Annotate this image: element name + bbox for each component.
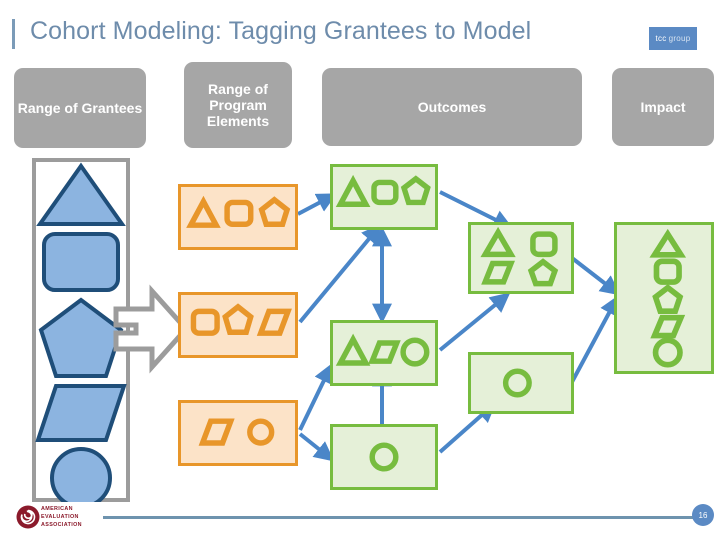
page-number-badge: 16 — [692, 504, 714, 526]
triangle-icon — [480, 226, 516, 258]
circle-icon — [247, 418, 275, 446]
phase-bar-range-of-grantees[interactable]: Range of Grantees — [14, 68, 146, 148]
program-element-group-1[interactable] — [178, 184, 298, 250]
outcome-group-3[interactable] — [330, 424, 438, 490]
grantee-shape-stack — [35, 162, 127, 502]
program-element-group-3[interactable] — [178, 400, 298, 466]
grantees-to-program-arrow — [113, 284, 190, 374]
grantee-parallelogram-shape — [35, 384, 127, 442]
triangle-icon — [335, 174, 371, 207]
rounded-square-icon — [530, 231, 558, 258]
rounded-square-icon — [653, 258, 682, 285]
tcc-group-logo: tcc group — [649, 27, 697, 50]
triangle-icon — [649, 228, 687, 258]
grantee-triangle-shape — [36, 162, 126, 226]
circle-icon — [369, 442, 399, 472]
american-evaluation-association-logo — [16, 505, 40, 529]
connector-pe2-to-oc1 — [298, 223, 382, 324]
impact-group-1[interactable] — [614, 222, 714, 374]
phase-bar-range-of-program-elements[interactable]: Range of Program Elements — [184, 62, 292, 148]
circle-icon — [652, 337, 683, 368]
circle-icon — [400, 337, 430, 367]
parallelogram-icon — [481, 260, 515, 285]
footer-org-name: AMERICAN EVALUATION ASSOCIATION — [41, 505, 111, 530]
outcome-group-2[interactable] — [330, 320, 438, 386]
connector-oc2-to-oc4 — [438, 292, 511, 352]
connector-pe1-to-oc1 — [297, 193, 337, 216]
connector-oc5-to-impact — [570, 295, 619, 383]
footer-org-line-2: EVALUATION — [41, 514, 79, 521]
parallelogram-icon — [198, 418, 235, 446]
rounded-square-icon — [224, 199, 254, 227]
footer-org-line-3: ASSOCIATION — [41, 522, 82, 529]
outcome-group-1[interactable] — [330, 164, 438, 230]
connector-oc4-to-impact — [570, 256, 621, 296]
title-accent-bar — [12, 19, 15, 49]
phase-bar-impact[interactable]: Impact — [612, 68, 714, 146]
connector-pe3-to-oc3 — [298, 432, 335, 462]
pentagon-icon — [258, 196, 291, 227]
pentagon-icon — [222, 303, 254, 335]
brand-name: tcc — [655, 34, 667, 43]
rounded-square-icon — [190, 308, 220, 336]
pentagon-icon — [527, 258, 559, 287]
program-element-group-2[interactable] — [178, 292, 298, 358]
connector-oc1-to-oc4 — [439, 190, 514, 229]
parallelogram-icon — [368, 340, 401, 364]
circle-icon — [502, 368, 532, 398]
triangle-icon — [335, 333, 371, 366]
pentagon-icon — [400, 175, 431, 206]
parallelogram-icon — [650, 314, 686, 339]
footer-divider — [103, 516, 703, 519]
brand-suffix: group — [668, 34, 691, 43]
outcome-group-4[interactable] — [468, 222, 574, 294]
phase-bar-outcomes[interactable]: Outcomes — [322, 68, 582, 146]
grantee-circle-shape — [50, 447, 112, 502]
grantee-pentagon-shape — [38, 297, 124, 378]
footer-org-line-1: AMERICAN — [41, 506, 73, 512]
outcome-group-5[interactable] — [468, 352, 574, 414]
page-title: Cohort Modeling: Tagging Grantees to Mod… — [30, 17, 532, 45]
connector-pe3-to-oc2 — [298, 362, 333, 431]
grantee-rounded-square-shape — [42, 232, 120, 292]
rounded-square-icon — [371, 179, 399, 206]
triangle-icon — [186, 195, 221, 228]
parallelogram-icon — [256, 308, 292, 336]
pentagon-icon — [652, 284, 684, 314]
